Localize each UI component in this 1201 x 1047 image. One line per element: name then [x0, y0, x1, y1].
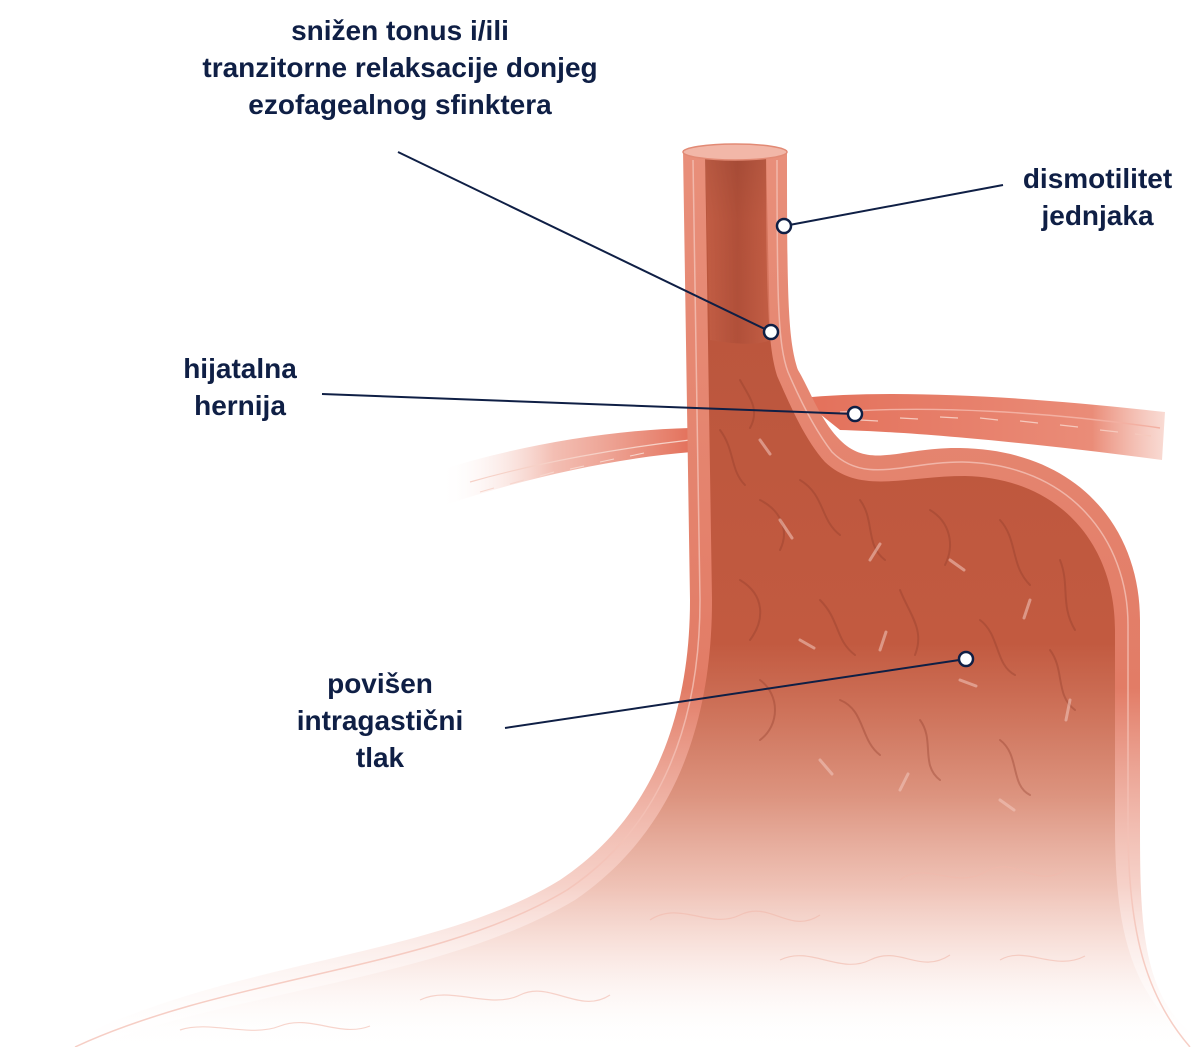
marker-hiatal	[848, 407, 862, 421]
label-esophageal-dysmotility: dismotilitet jednjaka	[1000, 160, 1195, 234]
label-hiatal-line2: hernija	[160, 387, 320, 424]
label-lesc-line2: tranzitorne relaksacije donjeg	[160, 49, 640, 86]
leader-line-dysmotility	[784, 185, 1003, 226]
label-pressure-line1: povišen	[270, 665, 490, 702]
label-pressure-line2: intragastični	[270, 702, 490, 739]
label-lesc-line1: snižen tonus i/ili	[160, 12, 640, 49]
label-dysmotility-line1: dismotilitet	[1000, 160, 1195, 197]
label-lesc-line3: ezofagealnog sfinktera	[160, 86, 640, 123]
label-pressure-line3: tlak	[270, 739, 490, 776]
stomach-lumen	[90, 150, 1201, 1047]
diaphragm-left	[440, 428, 692, 505]
label-intragastric-pressure: povišen intragastični tlak	[270, 665, 490, 776]
label-dysmotility-line2: jednjaka	[1000, 197, 1195, 234]
marker-lesc	[764, 325, 778, 339]
label-lower-esophageal-sphincter: snižen tonus i/ili tranzitorne relaksaci…	[160, 12, 640, 123]
esophagus-opening	[683, 144, 787, 160]
marker-dysmotility	[777, 219, 791, 233]
marker-pressure	[959, 652, 973, 666]
label-hiatal-line1: hijatalna	[160, 350, 320, 387]
label-hiatal-hernia: hijatalna hernija	[160, 350, 320, 424]
esophagus-tube	[705, 150, 770, 344]
